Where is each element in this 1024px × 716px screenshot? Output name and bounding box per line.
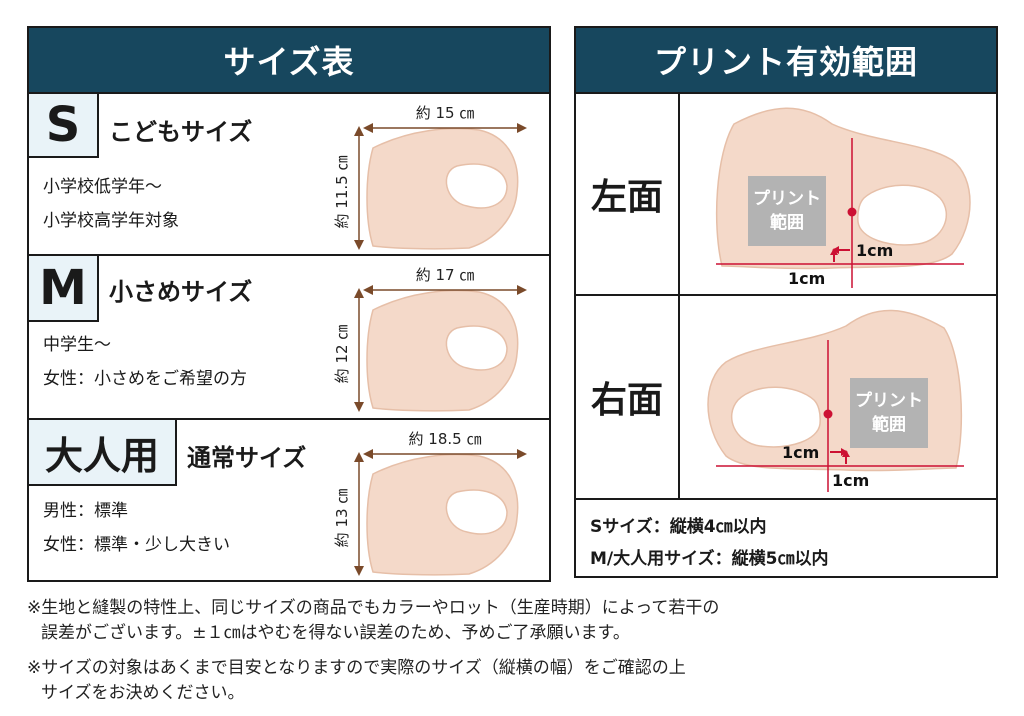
size-table-title: サイズ表 (29, 28, 549, 94)
print-area-panel: プリント有効範囲 左面 プリント 範囲 1cm 1cm 右面 (574, 26, 998, 578)
size-badge-m: M (29, 256, 99, 322)
size-desc-m: 中学生～ 女性：小さめをご希望の方 (43, 328, 247, 396)
face-row-left: 左面 プリント 範囲 1cm 1cm (576, 94, 996, 296)
face-label-left: 左面 (576, 94, 680, 294)
width-label-s: 約 15 ㎝ (416, 104, 475, 122)
margin-label: 1cm (782, 443, 819, 462)
left-face-diagram: プリント 範囲 1cm 1cm (715, 107, 971, 288)
size-desc-line: 女性：小さめをご希望の方 (43, 369, 247, 389)
print-area-box-label: プリント (855, 390, 923, 411)
print-area-box-label: 範囲 (872, 414, 906, 435)
height-label-adult: 約 13 ㎝ (333, 489, 351, 548)
face-label-right: 右面 (576, 296, 680, 498)
print-area-box (850, 378, 928, 448)
size-name-s: こどもサイズ (109, 118, 253, 146)
footnote-line: ※サイズの対象はあくまで目安となりますので実際のサイズ（縦横の幅）をご確認の上 (27, 658, 686, 678)
footnote-line: 誤差がございます。±１㎝はやむを得ない誤差のため、予めご了承願います。 (41, 623, 630, 643)
size-desc-line: 男性：標準 (43, 501, 128, 521)
face-row-right: 右面 プリント 範囲 1cm 1cm (576, 296, 996, 500)
size-desc-line: 中学生～ (43, 335, 111, 355)
mask-diagram-m: 約 17 ㎝ 約 12 ㎝ (333, 266, 527, 412)
guide-point (847, 207, 857, 217)
print-note-s: Sサイズ：縦横4㎝以内 (590, 517, 767, 537)
footnote-line: ※生地と縫製の特性上、同じサイズの商品でもカラーやロット（生産時期）によって若干… (27, 598, 720, 618)
height-label-m: 約 12 ㎝ (333, 325, 351, 384)
print-note-m-adult: M/大人用サイズ：縦横5㎝以内 (590, 549, 829, 569)
width-label-adult: 約 18.5 ㎝ (409, 430, 482, 448)
print-area-box-label: プリント (753, 188, 821, 209)
height-label-s: 約 11.5 ㎝ (333, 156, 351, 229)
right-face-diagram: プリント 範囲 1cm 1cm (707, 309, 964, 492)
size-badge-s: S (29, 94, 99, 158)
mask-illustration (366, 289, 519, 412)
size-name-m: 小さめサイズ (109, 278, 253, 306)
margin-label: 1cm (856, 241, 893, 260)
footnote-tolerance: ※生地と縫製の特性上、同じサイズの商品でもカラーやロット（生産時期）によって若干… (27, 596, 719, 646)
guide-point (823, 409, 833, 419)
width-label-m: 約 17 ㎝ (416, 266, 475, 284)
footnote-guideline: ※サイズの対象はあくまで目安となりますので実際のサイズ（縦横の幅）をご確認の上 … (27, 656, 686, 706)
size-row-s: S こどもサイズ 小学校低学年～ 小学校高学年対象 約 15 ㎝ 約 11.5 … (29, 94, 549, 256)
margin-label: 1cm (832, 471, 869, 490)
mask-illustration (366, 453, 519, 576)
size-table-panel: サイズ表 S こどもサイズ 小学校低学年～ 小学校高学年対象 約 15 ㎝ 約 … (27, 26, 551, 582)
size-desc-line: 女性：標準・少し大きい (43, 535, 230, 555)
size-desc-s: 小学校低学年～ 小学校高学年対象 (43, 170, 179, 238)
size-desc-line: 小学校低学年～ (43, 177, 162, 197)
footnote-line: サイズをお決めください。 (41, 683, 245, 703)
size-desc-adult: 男性：標準 女性：標準・少し大きい (43, 494, 230, 562)
print-area-box-label: 範囲 (770, 212, 804, 233)
print-area-title: プリント有効範囲 (576, 28, 996, 94)
size-badge-adult: 大人用 (29, 420, 177, 486)
mask-diagram-s: 約 15 ㎝ 約 11.5 ㎝ (333, 104, 527, 250)
size-name-adult: 通常サイズ (187, 444, 307, 472)
size-row-adult: 大人用 通常サイズ 男性：標準 女性：標準・少し大きい 約 18.5 ㎝ 約 1… (29, 420, 549, 580)
size-desc-line: 小学校高学年対象 (43, 211, 179, 231)
margin-label: 1cm (788, 269, 825, 288)
size-row-m: M 小さめサイズ 中学生～ 女性：小さめをご希望の方 約 17 ㎝ 約 12 ㎝ (29, 256, 549, 420)
mask-diagram-adult: 約 18.5 ㎝ 約 13 ㎝ (333, 430, 527, 576)
print-area-box (748, 176, 826, 246)
mask-illustration (366, 127, 519, 250)
